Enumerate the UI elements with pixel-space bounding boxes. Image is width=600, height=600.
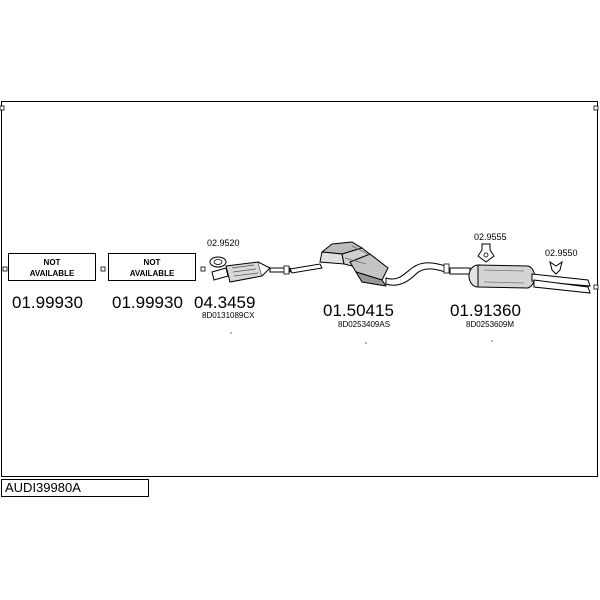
oem-number: 8D0131089CX — [202, 311, 255, 320]
part-number[interactable]: 01.91360 — [450, 301, 521, 320]
part-number[interactable]: 01.99930 — [12, 293, 83, 312]
clamp-icon — [283, 265, 290, 275]
connector-square — [100, 266, 106, 272]
catalytic-converter-icon — [211, 261, 271, 283]
oem-number: 8D0253409AS — [338, 320, 391, 329]
part-number[interactable]: 04.3459 — [194, 293, 256, 312]
connector-square — [200, 266, 206, 272]
not-available-box: NOT AVAILABLE — [108, 253, 196, 281]
oem-number: 8D0253609M — [466, 320, 515, 329]
connector-square — [2, 266, 8, 272]
pipe-segment — [289, 263, 323, 274]
accessory-number[interactable]: 02.9520 — [207, 238, 240, 248]
corner-marker — [593, 105, 599, 111]
not-available-line1: NOT — [143, 258, 161, 267]
diagram-code-label: AUDI39980A — [1, 479, 149, 497]
marker-dot — [491, 340, 493, 342]
accessory-number[interactable]: 02.9550 — [545, 248, 578, 258]
not-available-line2: AVAILABLE — [29, 269, 75, 278]
not-available-line2: AVAILABLE — [129, 269, 175, 278]
clamp-icon — [443, 263, 450, 274]
accessory-number[interactable]: 02.9555 — [474, 232, 507, 242]
centre-silencer-icon — [319, 241, 389, 287]
gasket-hole — [213, 259, 223, 265]
part-number[interactable]: 01.50415 — [323, 301, 394, 320]
corner-marker — [593, 284, 599, 290]
marker-dot — [230, 332, 232, 334]
pipe-segment — [385, 262, 447, 286]
not-available-line1: NOT — [43, 258, 61, 267]
corner-marker — [0, 105, 5, 111]
rubber-hanger-icon — [549, 260, 563, 275]
rear-silencer-icon — [449, 264, 591, 294]
part-number[interactable]: 01.99930 — [112, 293, 183, 312]
rubber-hanger-icon — [477, 243, 495, 263]
marker-dot — [365, 342, 367, 344]
not-available-box: NOT AVAILABLE — [8, 253, 96, 281]
